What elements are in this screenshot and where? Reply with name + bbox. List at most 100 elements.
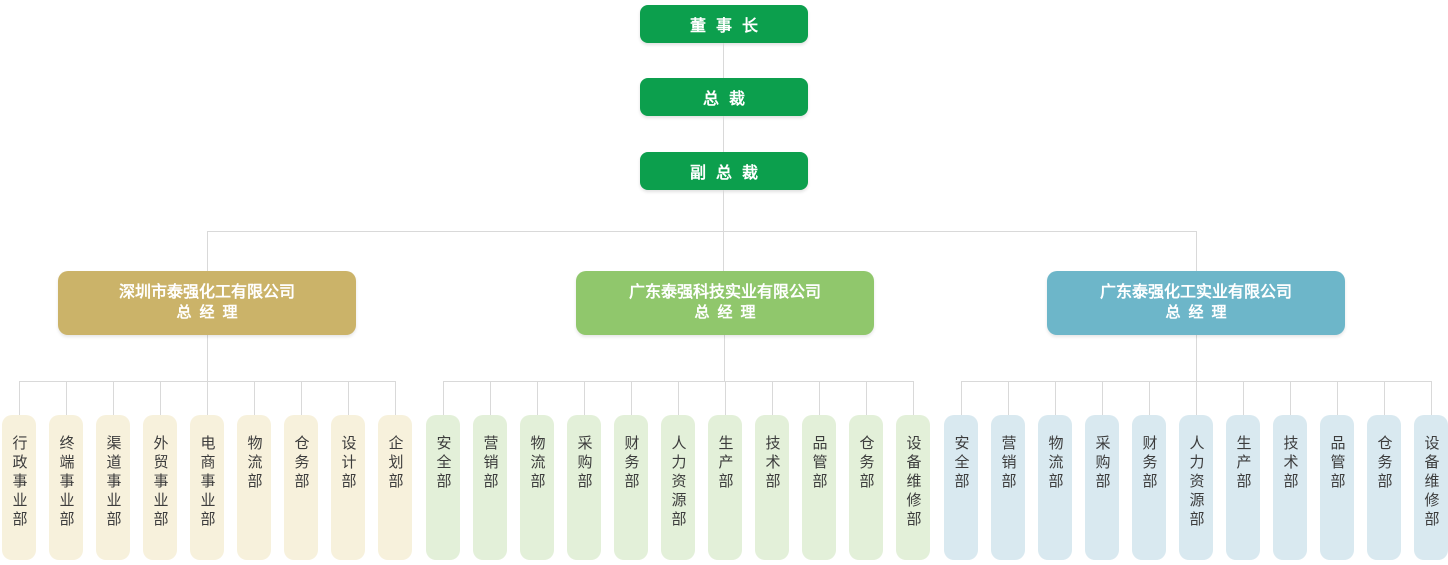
branch-box-guangdong-tech[interactable]: 广东泰强科技实业有限公司 总经理	[576, 271, 874, 335]
dept-box-0-7[interactable]: 设计部	[331, 415, 365, 560]
dept-box-0-1[interactable]: 终端事业部	[49, 415, 83, 560]
dept-cell: 采购部	[567, 381, 601, 560]
dept-box-1-4[interactable]: 财务部	[614, 415, 648, 560]
connector-line	[1289, 381, 1291, 415]
dept-box-1-0[interactable]: 安全部	[426, 415, 460, 560]
connector-line	[347, 381, 349, 415]
dept-box-1-10[interactable]: 设备维修部	[896, 415, 930, 560]
connector-line	[1196, 231, 1197, 271]
connector-line	[1007, 381, 1009, 415]
dept-label: 物流部	[245, 435, 263, 492]
dept-cell: 人力资源部	[661, 381, 695, 560]
dept-label: 营销部	[481, 435, 499, 492]
connector-line	[207, 231, 208, 271]
dept-box-1-6[interactable]: 生产部	[708, 415, 742, 560]
dept-cell: 生产部	[1226, 381, 1260, 560]
dept-label: 企划部	[386, 435, 404, 492]
connector-line	[443, 381, 913, 382]
dept-box-0-8[interactable]: 企划部	[378, 415, 412, 560]
connector-line	[159, 381, 161, 415]
branch-name: 广东泰强化工实业有限公司	[1099, 284, 1292, 301]
dept-box-2-8[interactable]: 品管部	[1320, 415, 1354, 560]
dept-cell: 技术部	[1273, 381, 1307, 560]
branch-box-guangdong-chemical[interactable]: 广东泰强化工实业有限公司 总经理	[1047, 271, 1345, 335]
dept-box-2-7[interactable]: 技术部	[1273, 415, 1307, 560]
dept-cell: 仓务部	[849, 381, 883, 560]
dept-label: 财务部	[1140, 435, 1158, 492]
dept-cell: 设备维修部	[1414, 381, 1448, 560]
connector-line	[65, 381, 67, 415]
dept-box-2-3[interactable]: 采购部	[1085, 415, 1119, 560]
dept-cell: 生产部	[708, 381, 742, 560]
connector-line	[1242, 381, 1244, 415]
exec-box-president[interactable]: 总裁	[640, 78, 808, 116]
dept-box-0-3[interactable]: 外贸事业部	[143, 415, 177, 560]
connector-line	[207, 231, 1197, 232]
dept-cell: 物流部	[1038, 381, 1072, 560]
dept-box-0-4[interactable]: 电商事业部	[190, 415, 224, 560]
dept-label: 安全部	[434, 435, 452, 492]
dept-box-0-5[interactable]: 物流部	[237, 415, 271, 560]
dept-label: 品管部	[1328, 435, 1346, 492]
dept-box-2-9[interactable]: 仓务部	[1367, 415, 1401, 560]
dept-box-2-0[interactable]: 安全部	[944, 415, 978, 560]
exec-box-chairman[interactable]: 董事长	[640, 5, 808, 43]
dept-label: 生产部	[716, 435, 734, 492]
connector-line	[724, 381, 726, 415]
dept-label: 仓务部	[292, 435, 310, 492]
dept-label: 人力资源部	[669, 435, 687, 530]
dept-cell: 物流部	[520, 381, 554, 560]
connector-line	[724, 335, 725, 381]
dept-box-2-5[interactable]: 人力资源部	[1179, 415, 1213, 560]
branch-name: 深圳市泰强化工有限公司	[118, 284, 295, 301]
connector-line	[206, 381, 208, 415]
dept-box-0-0[interactable]: 行政事业部	[2, 415, 36, 560]
dept-label: 安全部	[952, 435, 970, 492]
connector-line	[771, 381, 773, 415]
dept-cell: 财务部	[1132, 381, 1166, 560]
dept-box-2-4[interactable]: 财务部	[1132, 415, 1166, 560]
dept-box-1-1[interactable]: 营销部	[473, 415, 507, 560]
connector-line	[207, 335, 208, 381]
branch-title: 总经理	[176, 304, 246, 321]
dept-cell: 渠道事业部	[96, 381, 130, 560]
dept-box-2-10[interactable]: 设备维修部	[1414, 415, 1448, 560]
connector-line	[912, 381, 914, 415]
dept-label: 采购部	[1093, 435, 1111, 492]
dept-label: 品管部	[810, 435, 828, 492]
exec-label-vice-president: 副总裁	[689, 165, 768, 182]
exec-box-vice-president[interactable]: 副总裁	[640, 152, 808, 190]
dept-label: 仓务部	[1375, 435, 1393, 492]
dept-cell: 营销部	[473, 381, 507, 560]
dept-group-guangdong-tech: 安全部 营销部 物流部采购部财务部 人力资源部 生产部 技术部 品管部 仓务部设备维修部	[426, 381, 930, 560]
dept-box-2-1[interactable]: 营销部	[991, 415, 1025, 560]
dept-box-1-8[interactable]: 品管部	[802, 415, 836, 560]
connector-line	[723, 116, 724, 152]
dept-label: 设计部	[339, 435, 357, 492]
branch-box-shenzhen-chemical[interactable]: 深圳市泰强化工有限公司 总经理	[58, 271, 356, 335]
dept-box-1-7[interactable]: 技术部	[755, 415, 789, 560]
dept-box-0-6[interactable]: 仓务部	[284, 415, 318, 560]
dept-cell: 安全部	[944, 381, 978, 560]
connector-line	[253, 381, 255, 415]
dept-cell: 企划部	[378, 381, 412, 560]
connector-line	[677, 381, 679, 415]
dept-box-1-9[interactable]: 仓务部	[849, 415, 883, 560]
dept-box-1-3[interactable]: 采购部	[567, 415, 601, 560]
dept-box-1-2[interactable]: 物流部	[520, 415, 554, 560]
dept-box-2-6[interactable]: 生产部	[1226, 415, 1260, 560]
dept-cell: 财务部	[614, 381, 648, 560]
dept-cell: 仓务部	[284, 381, 318, 560]
dept-cell: 营销部	[991, 381, 1025, 560]
connector-line	[1383, 381, 1385, 415]
dept-cell: 品管部	[802, 381, 836, 560]
dept-box-2-2[interactable]: 物流部	[1038, 415, 1072, 560]
dept-box-1-5[interactable]: 人力资源部	[661, 415, 695, 560]
dept-cell: 设计部	[331, 381, 365, 560]
connector-line	[1054, 381, 1056, 415]
dept-label: 物流部	[1046, 435, 1064, 492]
connector-line	[536, 381, 538, 415]
connector-line	[630, 381, 632, 415]
dept-box-0-2[interactable]: 渠道事业部	[96, 415, 130, 560]
